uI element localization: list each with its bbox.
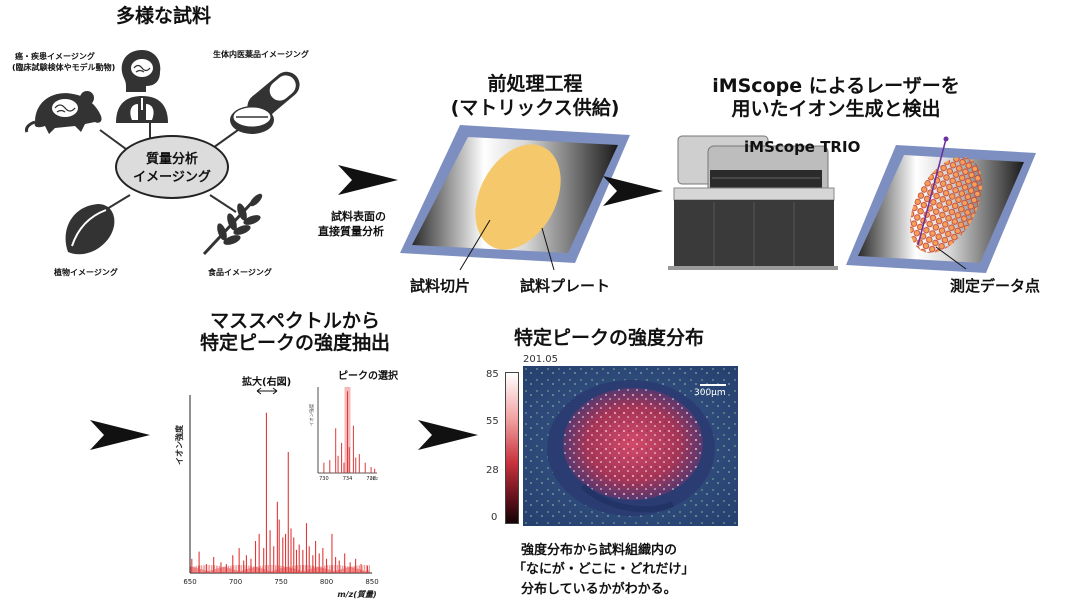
laser-title-2: 用いたイオン生成と検出 (731, 98, 941, 120)
surface-analysis-label-2: 直接質量分析 (318, 225, 384, 238)
mass-spectrum-chart: 650 700 750 800 850 イオン強度 m/z(質量) 730 734 738 イオン… (174, 387, 379, 599)
tumor-imaging-sublabel: (臨床試験検体やモデル動物) (12, 63, 116, 72)
colorbar-tick-55: 55 (486, 416, 499, 427)
peak-select-label: ピークの選択 (338, 371, 398, 382)
x-tick-label: 650 (183, 578, 196, 586)
person-brain-lungs-icon (116, 50, 168, 123)
measurement-points-label: 測定データ点 (950, 277, 1041, 295)
arrow-icon (418, 420, 478, 450)
pretreatment-title-1: 前処理工程 (487, 73, 583, 95)
measurement-plate (846, 136, 1036, 273)
sample-section-label: 試料切片 (410, 277, 471, 295)
wheat-icon (202, 193, 263, 256)
x-axis-label: m/z(質量) (337, 590, 376, 599)
mass-imaging-ellipse (115, 135, 229, 199)
samples-title: 多様な試料 (116, 5, 212, 27)
label-leader-lines (459, 220, 555, 271)
inset-x-axis-label: m/z (370, 476, 379, 482)
x-tick-label: 750 (274, 578, 287, 586)
distribution-note-1: 強度分布から試料組織内の (521, 543, 678, 558)
colorbar-tick-85: 85 (486, 369, 499, 380)
instrument-icon (668, 135, 838, 270)
instrument-name: iMScope TRIO (744, 138, 861, 156)
arrow-icon (90, 420, 150, 450)
spectrum-noise (190, 565, 370, 573)
expand-arrow-icon (256, 387, 278, 395)
seed-icon (65, 204, 115, 255)
colorbar-tick-0: 0 (491, 512, 498, 523)
x-tick-label: 700 (229, 578, 242, 586)
brain-mouse-icon (25, 91, 102, 134)
sample-plate-label: 試料プレート (520, 277, 611, 295)
inset-x-tick-label: 738 (366, 476, 376, 482)
spectrum-title-2: 特定ピークの強度抽出 (199, 332, 390, 354)
intensity-colorbar (505, 372, 519, 524)
pretreatment-title-2: (マトリックス供給) (450, 97, 620, 119)
arrow-icon (603, 176, 663, 206)
laser-title-1: iMScope によるレーザーを (712, 75, 960, 97)
mass-imaging-label-2: イメージング (133, 170, 211, 185)
colorbar-tick-28: 28 (486, 465, 499, 476)
inset-x-tick-label: 734 (343, 476, 353, 482)
expand-label: 拡大(右図) (242, 377, 292, 388)
sample-plate-illustration (400, 125, 630, 263)
inset-x-tick-label: 730 (319, 476, 329, 482)
drug-imaging-label: 生体内医薬品イメージング (213, 50, 309, 59)
tumor-imaging-label: 癌・疾患イメージング (15, 52, 95, 61)
mass-imaging-label-1: 質量分析 (145, 152, 198, 167)
plant-imaging-label: 植物イメージング (54, 268, 118, 277)
scale-bar (700, 384, 726, 386)
distribution-title: 特定ピークの強度分布 (514, 327, 705, 349)
x-tick-label: 800 (320, 578, 333, 586)
intensity-distribution-image (523, 366, 738, 526)
capsule-pill-icon (230, 71, 300, 134)
spectrum-title-1: マススペクトルから (210, 310, 380, 332)
mz-value-label: 201.05 (523, 354, 558, 365)
y-axis-label: イオン強度 (174, 424, 184, 465)
surface-analysis-label-1: 試料表面の (331, 210, 386, 223)
arrow-icon (338, 165, 398, 195)
inset-y-axis-label: イオン強度 (308, 403, 315, 426)
scale-bar-label: 300μm (694, 388, 726, 398)
x-tick-label: 850 (365, 578, 378, 586)
distribution-note-2: 「なにが・どこに・どれだけ」 (513, 562, 695, 577)
food-imaging-label: 食品イメージング (208, 268, 272, 277)
distribution-note-3: 分布しているかがわかる。 (521, 582, 677, 597)
